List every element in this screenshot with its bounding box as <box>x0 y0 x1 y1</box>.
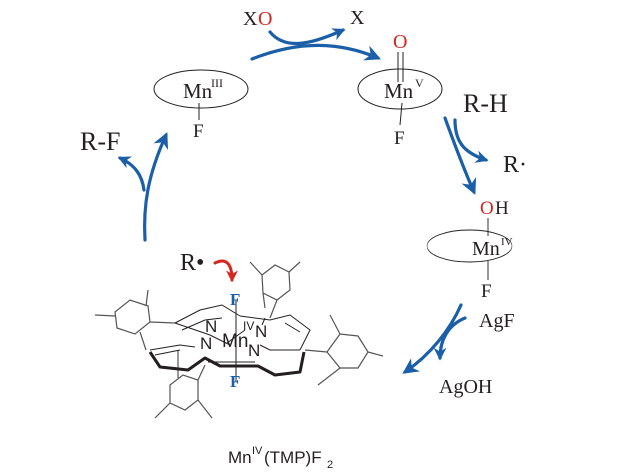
mesityl-bottom <box>154 350 213 419</box>
pyrrole-n-4: N <box>248 341 260 360</box>
mn3-fluoride: F <box>193 121 204 142</box>
arrow-mn3-to-mn5 <box>250 43 381 61</box>
mn5-oxo-oxygen: O <box>393 31 407 53</box>
hydroxo-hydrogen: H <box>495 198 509 219</box>
axial-fluoride-bottom: F <box>230 372 240 391</box>
arrow-to-rf <box>117 156 146 192</box>
caption-oxidation-state: IV <box>252 445 263 457</box>
arrow-rh-to-radical <box>453 118 489 163</box>
reagent-agf-label: AgF <box>479 310 515 332</box>
mesityl-left <box>94 289 176 351</box>
porphyrin-ellipse <box>426 229 513 263</box>
porphyrin-oxidation-state: IV <box>243 319 254 333</box>
byproduct-agoh-label: AgOH <box>439 376 492 398</box>
porphyrin-ellipse <box>153 69 249 109</box>
species-mn3-f: Mn III F <box>153 69 249 142</box>
radical-attack: R• <box>180 250 238 283</box>
hydroxo-oxygen: O <box>480 198 494 219</box>
mn-f-bond <box>399 102 403 126</box>
mesityl-top <box>249 261 301 319</box>
pyrrole-n-1: N <box>205 317 217 336</box>
mn5-fluoride: F <box>394 128 405 149</box>
oxidant-label-o: O <box>258 8 272 30</box>
radical-r-label-bottom: R• <box>180 250 204 276</box>
mn4-metal: Mn <box>472 238 500 260</box>
arrow-agf-to-agoh <box>433 316 467 361</box>
macrocycle-front-bonds <box>148 351 306 377</box>
radical-r-label-top: R· <box>503 152 527 178</box>
oxidant-addition-step: X O X <box>243 7 381 61</box>
arrow-mn4f2-to-mn3 <box>143 132 169 242</box>
porphyrin-structure: F F N N N N Mn IV <box>94 261 384 419</box>
pyrrole-n-2: N <box>200 334 212 353</box>
arrow-xo-to-x <box>268 28 346 45</box>
arrow-mn5-to-mn4 <box>443 116 477 195</box>
porphyrin-metal: Mn <box>222 331 248 352</box>
mn4-oxidation-state: IV <box>501 236 513 248</box>
caption-ligand: (TMP)F <box>264 448 322 467</box>
caption-metal: Mn <box>228 448 252 467</box>
arrow-mn4oh-to-mn4f2 <box>402 303 463 374</box>
mn5-metal: Mn <box>384 79 414 103</box>
mn4-fluoride: F <box>481 281 492 302</box>
substrate-rh-label: R-H <box>463 89 508 118</box>
product-rf-label: R-F <box>80 127 120 156</box>
byproduct-x-label: X <box>350 7 365 29</box>
caption-subscript: 2 <box>327 459 333 471</box>
fluorine-rebound-step: R-F <box>80 127 169 242</box>
caption-mn4-tmp-f2: Mn IV (TMP)F 2 <box>228 445 333 471</box>
mn3-metal: Mn <box>183 79 213 103</box>
mn5-oxidation-state: V <box>415 76 424 90</box>
macrocycle-bonds <box>149 304 311 356</box>
pyrrole-n-3: N <box>255 322 267 341</box>
ligand-exchange-step: AgF AgOH <box>402 303 515 398</box>
h-abstraction-step: R-H R· <box>443 89 527 195</box>
species-mn5-oxo: O Mn V F <box>357 31 443 149</box>
radical-attack-arrow <box>213 259 238 283</box>
porphyrin-ellipse <box>357 68 443 110</box>
mn3-oxidation-state: III <box>211 76 223 90</box>
oxidant-label-x: X <box>243 8 258 30</box>
axial-fluoride-top: F <box>230 290 240 309</box>
mesityl-right <box>304 314 384 386</box>
species-mn4-hydroxo: O H Mn IV F <box>426 198 513 302</box>
